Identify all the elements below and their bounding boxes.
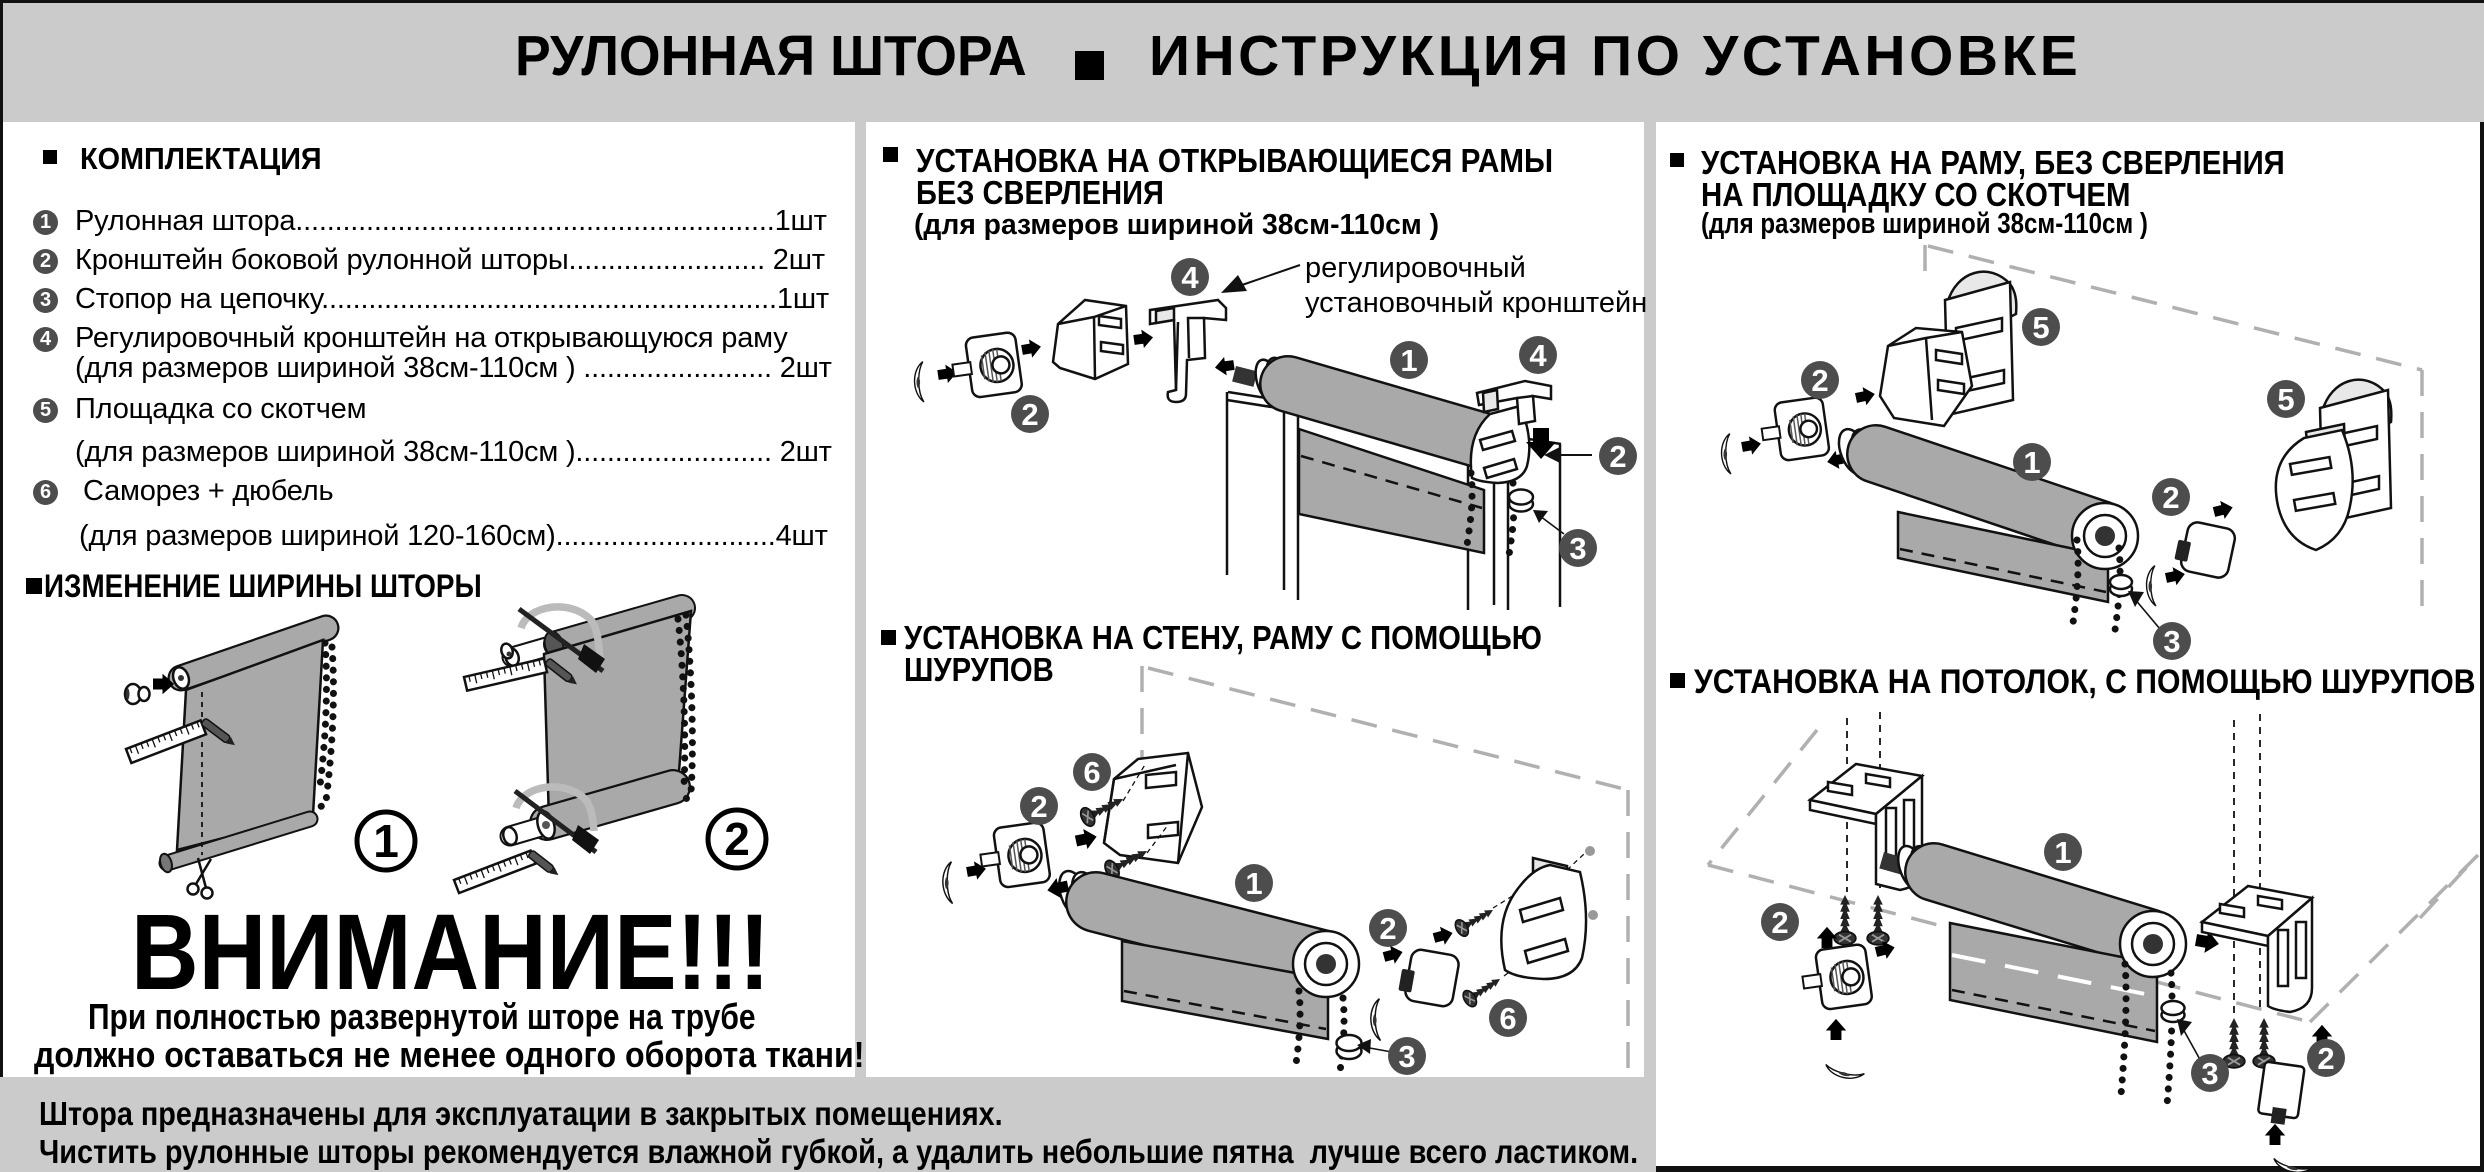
svg-text:6: 6 (1083, 755, 1100, 790)
svg-text:2: 2 (1021, 397, 1038, 432)
svg-text:5: 5 (2277, 382, 2294, 417)
svg-text:1: 1 (2023, 445, 2040, 480)
svg-text:4: 4 (1181, 260, 1199, 295)
svg-text:2: 2 (1811, 363, 1828, 398)
svg-text:2: 2 (2317, 1041, 2334, 1076)
svg-text:3: 3 (1569, 531, 1586, 566)
svg-text:1: 1 (2054, 835, 2071, 870)
svg-text:2: 2 (1030, 789, 1047, 824)
svg-text:5: 5 (2032, 310, 2049, 345)
svg-text:2: 2 (2162, 480, 2179, 515)
svg-text:2: 2 (724, 813, 750, 865)
svg-text:3: 3 (2201, 1056, 2218, 1091)
svg-text:3: 3 (1398, 1039, 1415, 1074)
svg-text:2: 2 (1771, 905, 1788, 940)
svg-text:6: 6 (1499, 1001, 1516, 1036)
svg-text:2: 2 (1379, 911, 1396, 946)
svg-text:2: 2 (1609, 439, 1626, 474)
svg-text:1: 1 (1245, 866, 1262, 901)
svg-text:1: 1 (1400, 343, 1417, 378)
svg-text:4: 4 (1529, 338, 1547, 373)
svg-text:3: 3 (2163, 624, 2180, 659)
svg-text:1: 1 (373, 815, 399, 867)
